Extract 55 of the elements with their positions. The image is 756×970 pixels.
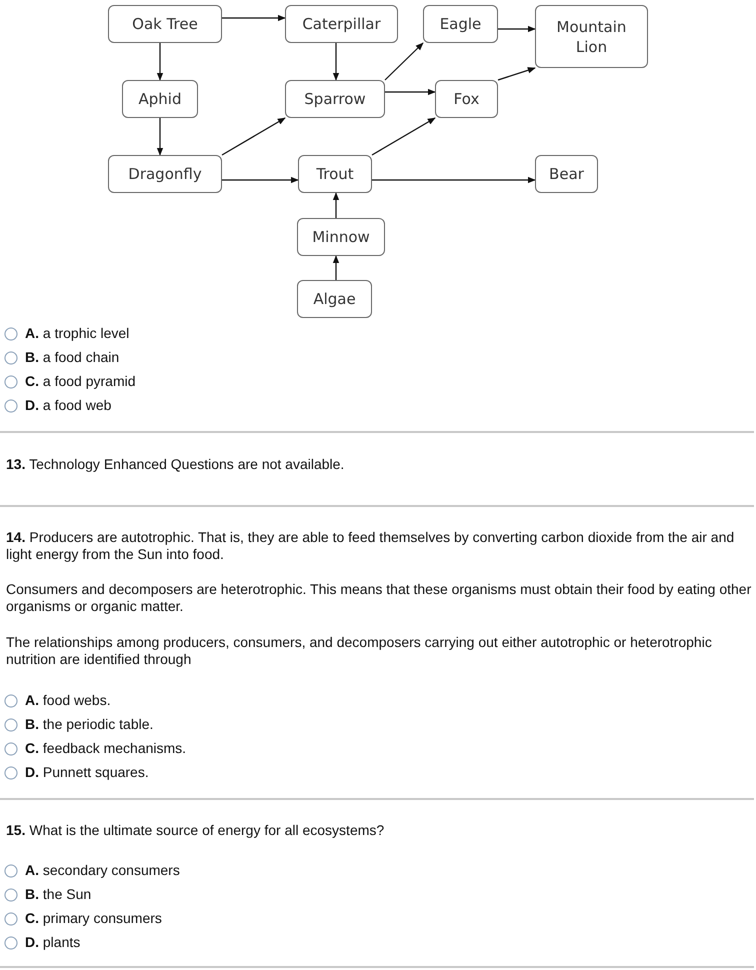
species-box — [423, 5, 498, 43]
answer-option-text: D. a food web — [25, 397, 112, 414]
species-name: Sparrow — [304, 89, 366, 109]
species-box — [535, 155, 598, 193]
arrow — [332, 255, 340, 280]
species-box — [297, 218, 385, 256]
arrow — [372, 176, 536, 184]
arrow — [332, 192, 340, 218]
arrow — [156, 43, 164, 81]
answer-option-text: B. a food chain — [25, 349, 120, 366]
arrow — [222, 117, 286, 156]
arrow — [498, 26, 536, 32]
question-text: 15. What is the ultimate source of energy for all ecosystems? — [6, 822, 386, 839]
species-name: Trout — [316, 164, 354, 184]
species-box — [297, 280, 372, 318]
species-name: Bear — [549, 164, 584, 184]
answer-option-text: C. a food pyramid — [25, 373, 136, 390]
species-name: Oak Tree — [132, 14, 198, 34]
species-box — [435, 80, 498, 118]
species-box — [298, 155, 372, 193]
species-name: Caterpillar — [302, 14, 381, 34]
species-name: Mountain Lion — [556, 16, 628, 56]
answer-option-text: B. the periodic table. — [25, 716, 154, 733]
arrow — [222, 14, 286, 22]
species-name: Minnow — [312, 227, 370, 247]
species-name: Eagle — [440, 14, 482, 34]
species-name: Algae — [313, 289, 356, 309]
arrow — [156, 118, 164, 156]
arrow — [332, 43, 340, 81]
species-box — [122, 80, 198, 118]
answer-option-text: C. primary consumers — [25, 910, 163, 927]
answer-option-text: C. feedback mechanisms. — [25, 740, 188, 757]
species-name: Dragonfly — [128, 164, 202, 184]
answer-option-text: A. secondary consumers — [25, 862, 181, 879]
question-text: 14. Producers are autotrophic. That is, they are able to feed themselves by converting carbon dioxide from the air and light energy from the Sun into food. — [6, 529, 736, 563]
species-name: Aphid — [138, 89, 182, 109]
arrow — [384, 42, 424, 80]
species-name: Fox — [454, 89, 480, 109]
question-text: The relationships among producers, consumers, and decomposers carrying out either autotrophic or heterotrophic nutrition are identified through — [6, 634, 713, 668]
question-text: Consumers and decomposers are heterotrophic. This means that these organisms must obtain their food by eating other organisms or organic matter. — [6, 581, 752, 615]
arrow — [385, 88, 436, 96]
arrow — [498, 67, 536, 81]
species-box — [108, 5, 222, 43]
species-box — [285, 80, 385, 118]
species-box — [535, 5, 648, 68]
question-text: 13. Technology Enhanced Questions are not available. — [6, 456, 346, 473]
arrow — [222, 176, 299, 184]
answer-option-text: A. a trophic level — [25, 325, 130, 342]
answer-option-text: D. plants — [25, 934, 82, 951]
answer-option-text: A. food webs. — [25, 692, 112, 709]
species-box — [108, 155, 222, 193]
answer-option-text: B. the Sun — [25, 886, 92, 903]
arrow — [372, 117, 436, 156]
answer-option-text: D. Punnett squares. — [25, 764, 150, 781]
species-box — [285, 5, 398, 43]
